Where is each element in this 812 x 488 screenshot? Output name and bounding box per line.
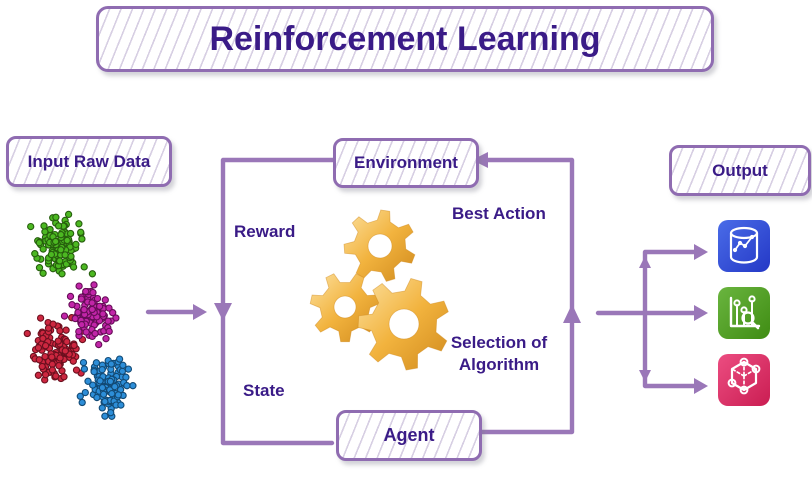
blue-cluster	[76, 355, 137, 420]
green-cluster	[27, 210, 97, 278]
selection-line2: Algorithm	[458, 355, 540, 374]
database-chart-icon	[718, 220, 770, 272]
agent-label: Agent	[383, 425, 435, 445]
into-environment-arrowhead	[472, 152, 488, 168]
environment-box: Environment	[333, 138, 479, 188]
input-raw-data-box: Input Raw Data	[6, 136, 172, 187]
output-icons	[718, 220, 770, 406]
page-title: Reinforcement Learning	[209, 19, 601, 58]
red-cluster	[23, 314, 87, 384]
best-action-label: Best Action	[452, 204, 546, 223]
title-banner: Reinforcement Learning	[96, 6, 714, 72]
selection-of-algorithm-label: Selection of Algorithm	[437, 332, 561, 376]
output-box: Output	[669, 145, 811, 196]
environment-label: Environment	[354, 153, 458, 172]
loop-arrows	[214, 152, 581, 446]
agent-box: Agent	[336, 410, 482, 461]
reward-label: Reward	[234, 222, 296, 241]
chart-magnifier-icon	[718, 287, 770, 339]
output-connectors	[595, 244, 708, 394]
output-label: Output	[712, 160, 768, 180]
small-up-arrowhead	[639, 256, 651, 268]
input-arrow	[145, 304, 207, 320]
cube-network-icon	[718, 354, 770, 406]
small-down-arrowhead	[639, 370, 651, 382]
selection-line1: Selection of	[450, 333, 548, 352]
loop-left-line	[220, 157, 336, 446]
input-scatter-clusters	[23, 210, 137, 420]
gears-icon	[309, 209, 449, 371]
magenta-cluster	[60, 281, 120, 349]
state-label: State	[243, 381, 285, 400]
down-arrowhead	[214, 303, 232, 321]
input-raw-data-label: Input Raw Data	[27, 151, 151, 171]
loop-right-line	[467, 157, 575, 435]
up-arrowhead	[563, 304, 581, 323]
